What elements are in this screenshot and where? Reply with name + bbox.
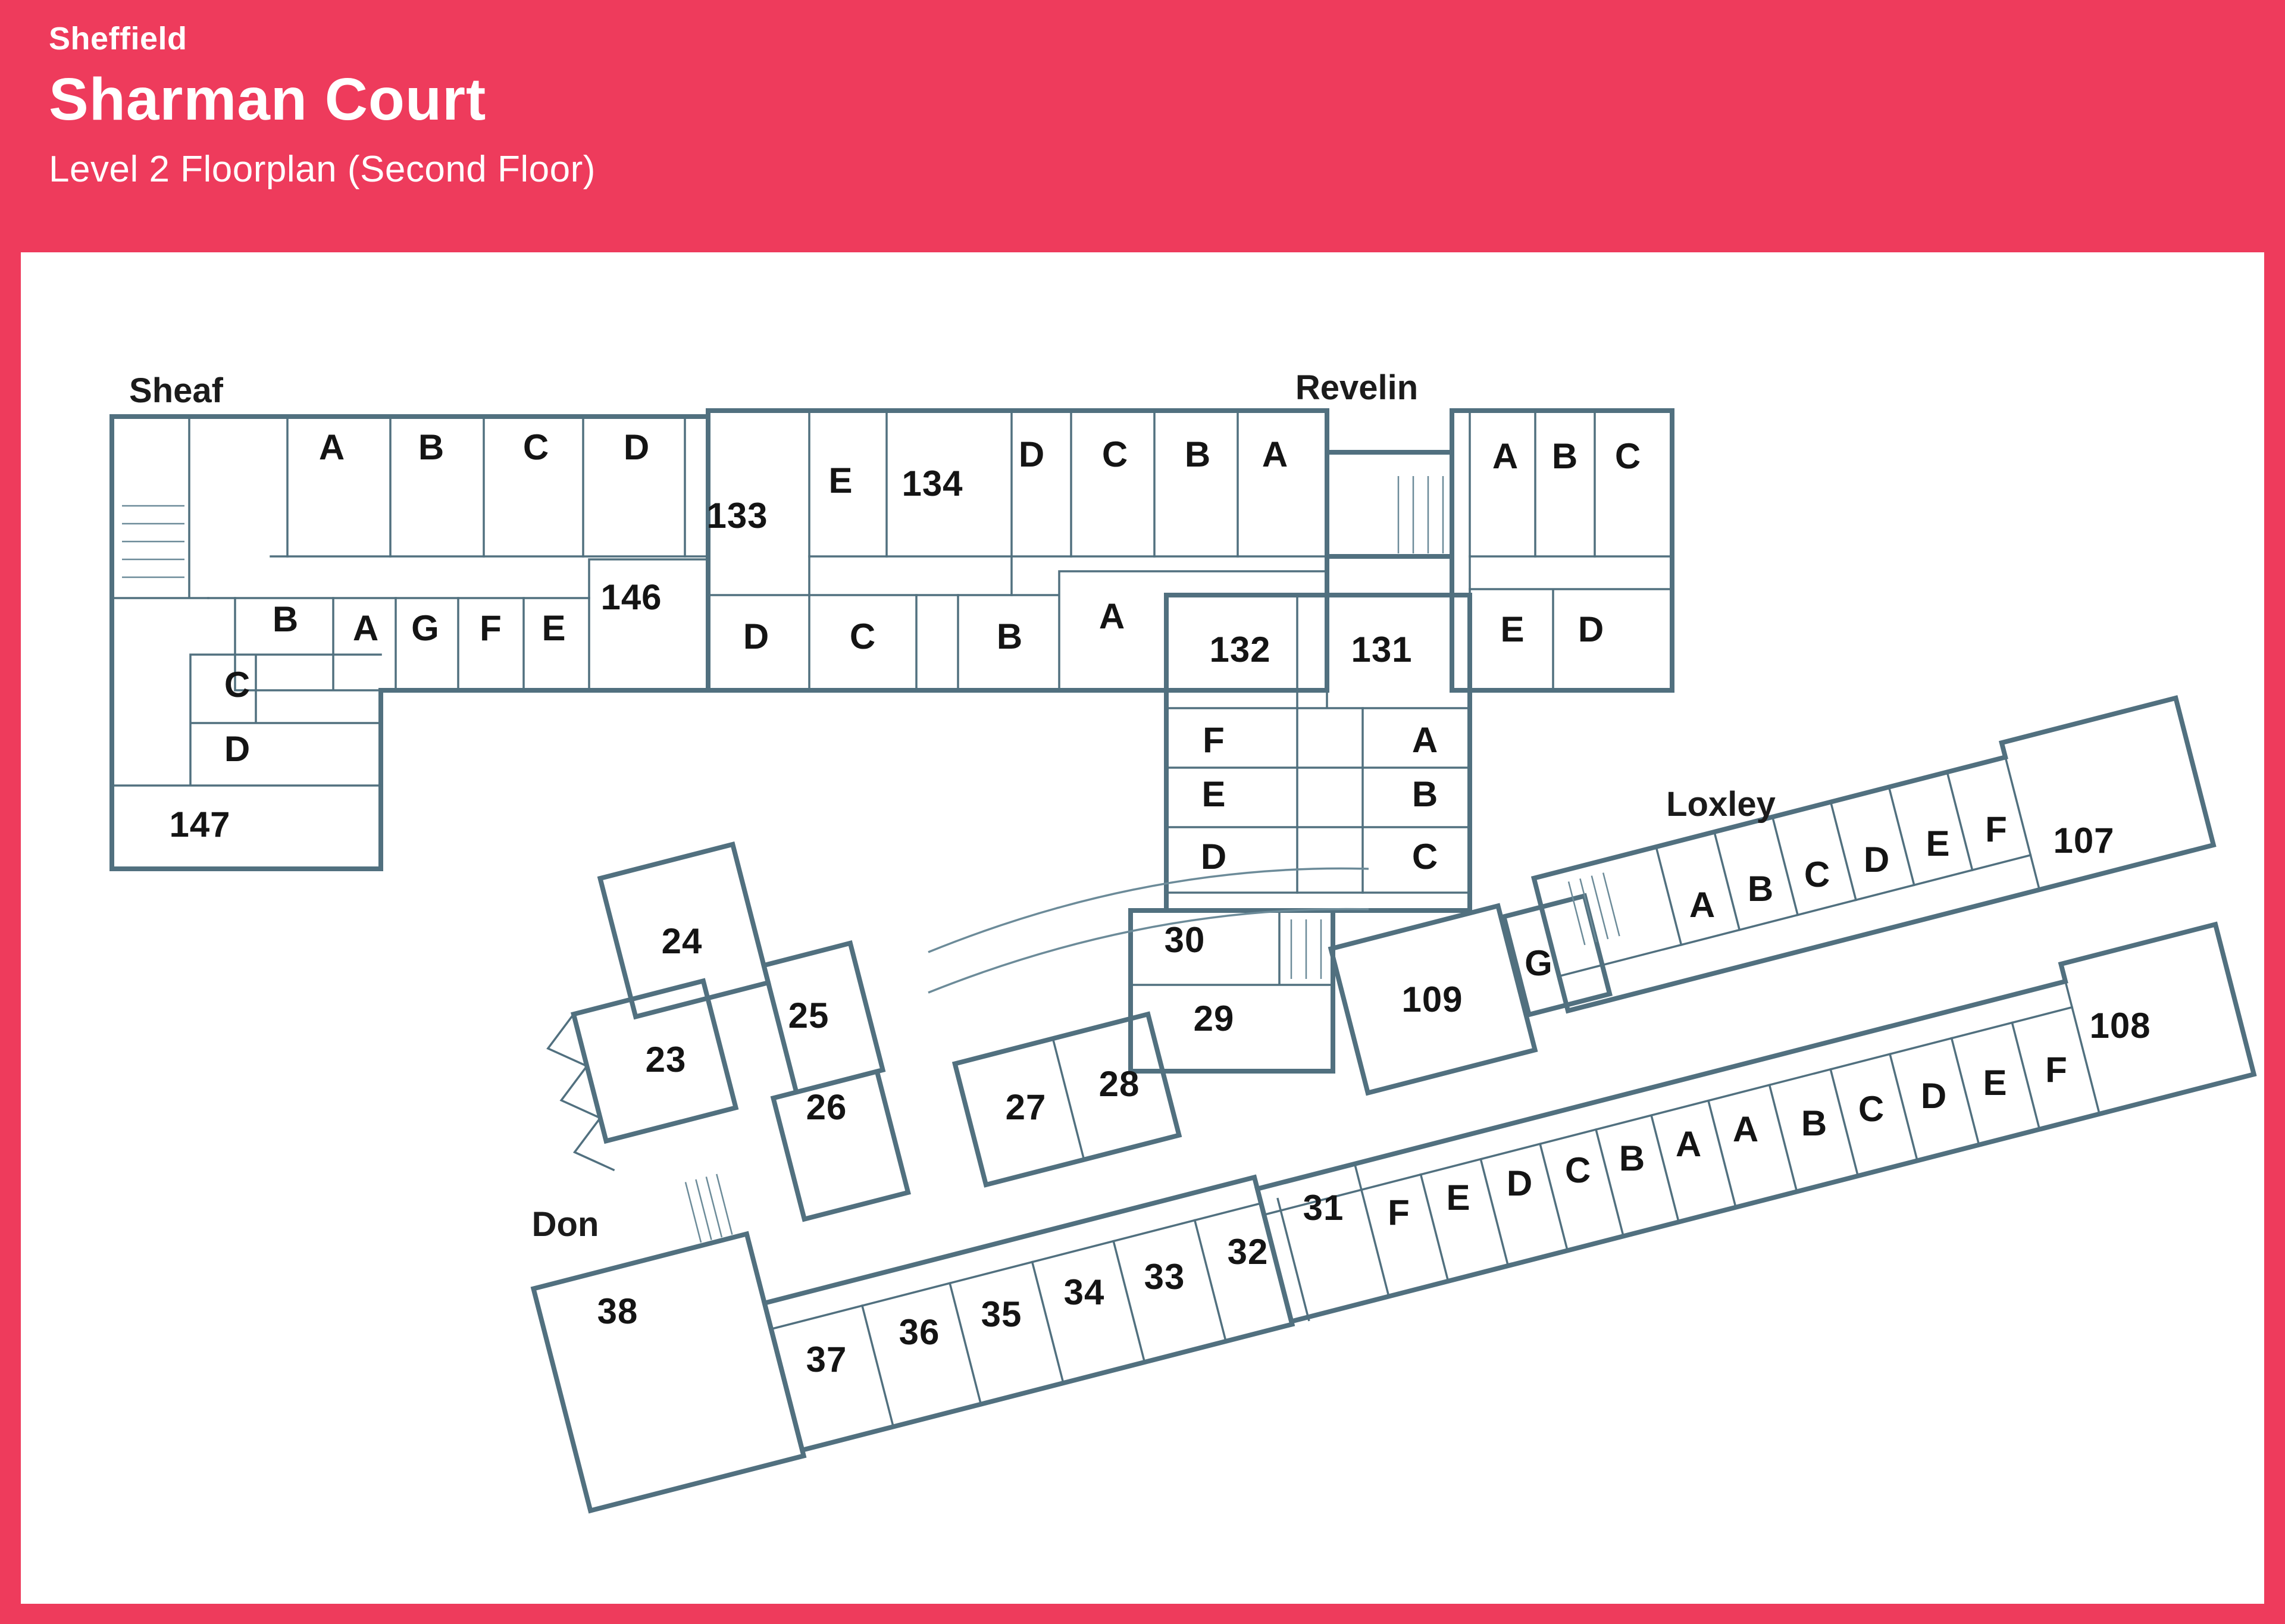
room-label-revelin-b-22: B: [1184, 434, 1212, 474]
room-label-loxley-b-55: B: [1801, 1103, 1828, 1143]
room-label-revelin-c-36: C: [1411, 837, 1439, 877]
page-title: Sharman Court: [49, 66, 487, 133]
room-label-don-33-69: 33: [1144, 1257, 1185, 1297]
room-label-sheaf-b-4: B: [272, 599, 299, 639]
room-label-loxley-d-44: D: [1863, 840, 1890, 880]
room-label-sheaf-d-11: D: [224, 729, 251, 769]
stairs-icon: [122, 476, 1444, 979]
room-label-loxley-e-58: E: [1983, 1063, 2008, 1103]
room-label-sheaf-134-15: 134: [902, 464, 963, 503]
wing-label-revelin: Revelin: [1295, 368, 1419, 407]
room-label-revelin-b-34: B: [1411, 774, 1439, 814]
stairs-icon-rotated: [684, 872, 1620, 1243]
room-label-revelin-c-26: C: [1614, 436, 1642, 476]
room-label-revelin-b-18: B: [996, 617, 1023, 656]
room-label-revelin-29-38: 29: [1193, 999, 1235, 1038]
room-label-loxley-f-59: F: [2045, 1050, 2068, 1090]
room-label-revelin-131-30: 131: [1351, 630, 1413, 669]
room-label-revelin-a-23: A: [1262, 434, 1289, 474]
room-label-loxley-f-46: F: [1985, 809, 2008, 849]
wing-label-loxley: Loxley: [1666, 785, 1776, 824]
room-label-loxley-c-43: C: [1804, 855, 1831, 894]
room-label-sheaf-e-8: E: [541, 608, 566, 648]
room-label-loxley-d-50: D: [1506, 1163, 1533, 1203]
room-label-don-24-61: 24: [661, 921, 703, 961]
room-label-loxley-109-39: 109: [1401, 980, 1463, 1019]
header: Sheffield Sharman Court Level 2 Floorpla…: [49, 20, 596, 190]
room-label-revelin-d-28: D: [1577, 609, 1605, 649]
room-label-loxley-d-57: D: [1920, 1076, 1948, 1116]
room-label-don-27-65: 27: [1005, 1087, 1047, 1127]
room-label-revelin-c-17: C: [849, 617, 877, 656]
wing-label-don: Don: [531, 1205, 599, 1244]
room-label-revelin-d-16: D: [743, 617, 770, 656]
walls-outer-rotated: [530, 695, 2257, 1514]
room-label-don-23-62: 23: [645, 1040, 687, 1079]
room-label-loxley-a-53: A: [1675, 1124, 1702, 1164]
room-label-don-26-64: 26: [806, 1087, 847, 1127]
room-label-don-25-63: 25: [788, 996, 830, 1035]
room-label-don-35-71: 35: [981, 1294, 1022, 1334]
room-label-revelin-e-33: E: [1201, 774, 1226, 814]
walls-inner: [111, 409, 1673, 986]
room-label-sheaf-d-3: D: [623, 427, 650, 467]
room-label-revelin-b-25: B: [1551, 436, 1579, 476]
room-label-revelin-e-27: E: [1500, 609, 1525, 649]
room-label-sheaf-146-9: 146: [600, 577, 662, 617]
room-label-sheaf-c-10: C: [224, 665, 251, 705]
room-label-revelin-d-20: D: [1018, 434, 1046, 474]
room-label-loxley-b-42: B: [1747, 869, 1774, 909]
room-label-sheaf-b-1: B: [418, 427, 445, 467]
room-label-loxley-c-56: C: [1858, 1089, 1885, 1129]
room-label-don-32-68: 32: [1227, 1232, 1269, 1272]
room-label-sheaf-g-6: G: [411, 608, 440, 648]
room-label-revelin-30-37: 30: [1164, 920, 1206, 960]
header-location: Sheffield: [49, 21, 187, 57]
room-label-revelin-a-32: A: [1411, 720, 1439, 760]
room-label-loxley-a-41: A: [1689, 885, 1716, 925]
rotated-wings-group: [530, 695, 2257, 1514]
room-label-revelin-a-24: A: [1492, 436, 1519, 476]
room-label-sheaf-133-13: 133: [706, 496, 768, 536]
room-label-sheaf-a-0: A: [318, 427, 346, 467]
link-corridor: [928, 867, 1369, 994]
room-label-sheaf-147-12: 147: [169, 805, 231, 844]
room-label-loxley-g-40: G: [1525, 943, 1553, 983]
room-label-loxley-b-52: B: [1619, 1138, 1646, 1178]
room-label-revelin-132-29: 132: [1209, 630, 1271, 669]
room-label-loxley-f-48: F: [1388, 1193, 1410, 1232]
room-label-sheaf-a-5: A: [352, 608, 380, 648]
room-label-revelin-c-21: C: [1101, 434, 1129, 474]
room-label-revelin-f-31: F: [1203, 720, 1225, 760]
room-label-sheaf-e-14: E: [828, 461, 853, 500]
room-label-loxley-e-49: E: [1446, 1178, 1471, 1218]
room-label-don-37-73: 37: [806, 1340, 847, 1379]
room-label-loxley-108-60: 108: [2089, 1006, 2151, 1046]
room-label-loxley-c-51: C: [1564, 1150, 1592, 1190]
walls-inner-rotated: [546, 741, 2101, 1428]
floor-subtitle: Level 2 Floorplan (Second Floor): [49, 149, 596, 190]
room-label-loxley-107-47: 107: [2053, 821, 2115, 860]
room-label-don-38-74: 38: [597, 1291, 638, 1331]
room-label-don-28-66: 28: [1098, 1064, 1140, 1104]
room-label-don-36-72: 36: [899, 1312, 940, 1352]
room-label-don-31-67: 31: [1303, 1188, 1344, 1228]
room-label-don-34-70: 34: [1063, 1272, 1105, 1312]
room-label-loxley-a-54: A: [1732, 1109, 1760, 1149]
room-label-revelin-d-35: D: [1200, 837, 1228, 877]
room-label-revelin-a-19: A: [1098, 596, 1126, 636]
room-label-sheaf-f-7: F: [480, 608, 502, 648]
room-label-sheaf-c-2: C: [522, 427, 550, 467]
wing-label-sheaf: Sheaf: [129, 371, 223, 410]
room-label-loxley-e-45: E: [1926, 824, 1951, 863]
